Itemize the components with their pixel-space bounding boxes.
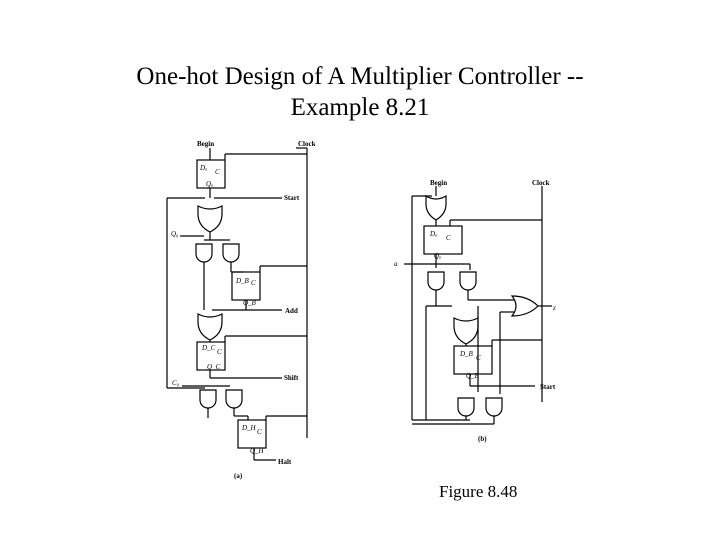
label-b-sublabel: (b) [478, 435, 487, 443]
figure-caption: Figure 8.48 [439, 482, 518, 501]
label-b-ff-a-c: C [446, 234, 451, 242]
diagram-b [404, 186, 552, 425]
label-b-start: Start [540, 383, 556, 391]
and-gate-4 [225, 389, 243, 409]
label-a-halt: Halt [278, 458, 292, 466]
label-a-begin: Begin [197, 140, 214, 148]
label-a-q0: Q₀ [171, 230, 179, 238]
or-gate-b-1 [425, 194, 447, 221]
or-gate-1 [197, 205, 223, 233]
and-gate-2 [222, 243, 240, 263]
flip-flop-h [237, 419, 267, 449]
slide-title-line-1: One-hot Design of A Multiplier Controlle… [136, 63, 584, 90]
label-a-ff-c-c: C [217, 348, 222, 356]
label-b-a: a [394, 260, 398, 268]
or-gate-2 [197, 313, 223, 341]
label-a-c0: C₀ [172, 379, 180, 387]
flip-flop-a [196, 159, 226, 189]
label-a-ff-h-c: C [257, 428, 262, 436]
flip-flop-b-a [423, 225, 463, 255]
label-a-ff-b-c: C [251, 279, 256, 287]
flip-flop-b-b [453, 345, 493, 375]
label-a-ff-a-c: C [215, 168, 220, 176]
and-gate-b-4 [485, 397, 503, 417]
label-a-ff-b-q: Q_B [243, 299, 257, 307]
label-a-start: Start [284, 194, 300, 202]
and-gate-b-3 [457, 397, 475, 417]
flip-flop-c [196, 341, 226, 371]
label-a-ff-h-q: Q_H [250, 447, 265, 455]
label-a-shift: Shift [284, 374, 299, 382]
slide-title-line-2: Example 8.21 [290, 94, 430, 121]
label-a-ff-a-q: Qₐ [206, 180, 213, 188]
or-gate-b-z [510, 295, 539, 317]
label-a-ff-c-d: D_C [201, 344, 216, 352]
and-gate-b-1 [427, 271, 445, 291]
label-a-ff-c-q: Q_C [207, 363, 221, 371]
label-b-ff-b-c: C [476, 354, 481, 362]
label-a-clock: Clock [298, 140, 316, 148]
label-b-ff-b-d: D_B [459, 350, 474, 358]
label-a-ff-a-d: Dₐ [199, 164, 207, 172]
label-b-begin: Begin [430, 179, 447, 187]
or-gate-b-2 [453, 317, 479, 345]
label-a-sublabel: (a) [234, 472, 243, 480]
label-b-z: z [552, 304, 556, 312]
label-b-clock: Clock [532, 179, 550, 187]
label-b-ff-b-q: Q_B [466, 372, 480, 380]
and-gate-3 [199, 389, 217, 409]
label-b-ff-a-d: Dₐ [429, 230, 437, 238]
label-b-ff-a-q: Qₐ [434, 252, 441, 260]
and-gate-1 [195, 243, 213, 263]
label-a-ff-h-d: D_H [241, 424, 257, 432]
label-a-ff-b-d: D_B [235, 277, 250, 285]
diagram-a [166, 147, 308, 461]
label-a-add: Add [285, 307, 298, 315]
and-gate-b-2 [459, 271, 477, 291]
